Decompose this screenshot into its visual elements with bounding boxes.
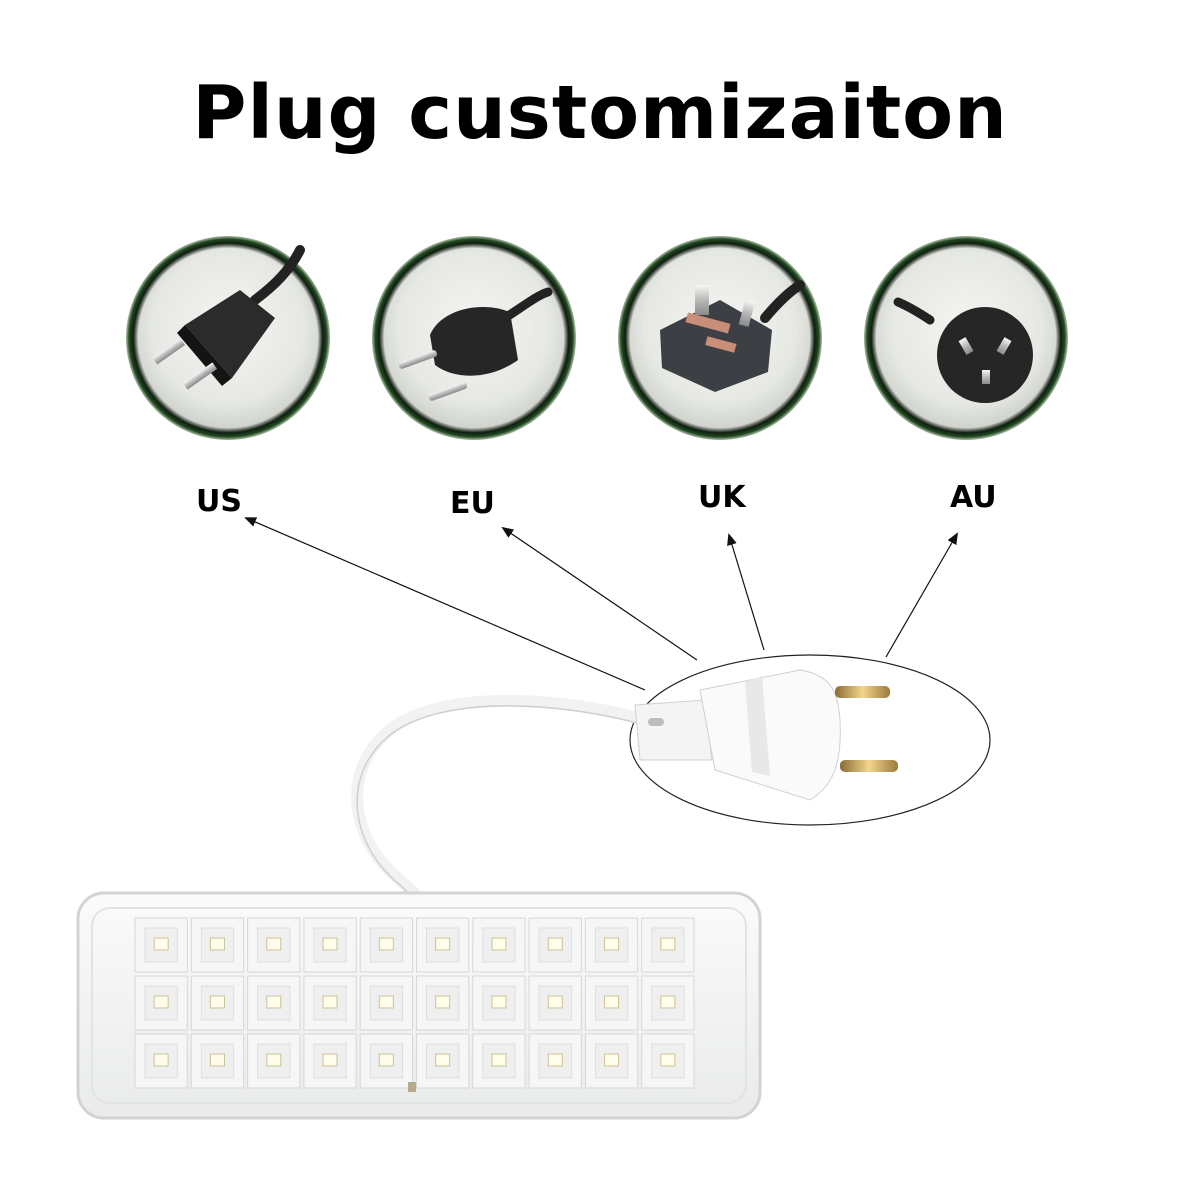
plug-label-au: AU	[950, 480, 997, 515]
led-chip	[266, 937, 282, 951]
led-chip	[153, 995, 169, 1009]
power-cable	[351, 694, 658, 908]
led-chip	[491, 995, 507, 1009]
led-chip	[378, 1053, 394, 1067]
led-chip	[604, 1053, 620, 1067]
led-chip	[378, 937, 394, 951]
led-chip	[491, 937, 507, 951]
led-chip	[604, 995, 620, 1009]
plug-label-eu: EU	[450, 486, 495, 521]
plug-label-us: US	[196, 484, 242, 519]
led-cell	[584, 917, 639, 973]
led-chip	[435, 995, 451, 1009]
led-chip	[660, 995, 676, 1009]
led-chip	[547, 995, 563, 1009]
led-chip	[209, 1053, 225, 1067]
led-chip	[378, 995, 394, 1009]
us-plug-icon	[126, 236, 330, 440]
led-chip	[322, 995, 338, 1009]
led-chip	[322, 1053, 338, 1067]
led-chip	[491, 1053, 507, 1067]
led-chip	[266, 1053, 282, 1067]
highlight-ellipse	[629, 654, 991, 826]
led-chip	[209, 937, 225, 951]
led-chip	[604, 937, 620, 951]
led-chip	[435, 1053, 451, 1067]
page-title: Plug customizaiton	[192, 70, 1008, 156]
uk-plug-icon	[618, 236, 822, 440]
arrows	[244, 517, 958, 691]
led-chip	[660, 1053, 676, 1067]
led-chip	[266, 995, 282, 1009]
led-chip	[435, 937, 451, 951]
led-chip	[547, 1053, 563, 1067]
au-plug-icon	[864, 236, 1068, 440]
led-chip	[660, 937, 676, 951]
led-chip	[322, 937, 338, 951]
led-chip	[209, 995, 225, 1009]
led-chip	[547, 937, 563, 951]
eu-plug-product-icon	[634, 669, 898, 801]
led-emergency-light-icon	[76, 891, 762, 1120]
led-chip	[153, 937, 169, 951]
led-chip	[153, 1053, 169, 1067]
plug-label-uk: UK	[698, 480, 746, 515]
eu-plug-icon	[372, 236, 576, 440]
